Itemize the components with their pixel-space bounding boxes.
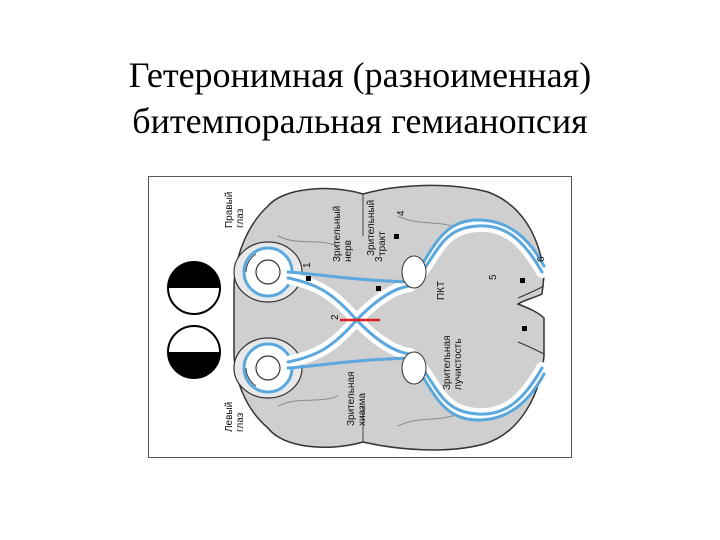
optic-tract-label: Зрительный тракт xyxy=(366,200,388,256)
right-eye xyxy=(242,246,294,298)
optic-chiasm-label: Зрительная хиазма xyxy=(346,372,368,426)
left-eye-label: Левый глаз xyxy=(224,402,246,432)
brain-outline xyxy=(233,184,545,451)
slide-title: Гетеронимная (разноименная) битемпоральн… xyxy=(0,52,720,144)
lesion-markers xyxy=(306,234,527,331)
svg-text:нерв: нерв xyxy=(343,240,354,262)
svg-text:Левый: Левый xyxy=(224,402,235,432)
svg-text:Зрительный: Зрительный xyxy=(332,206,343,262)
title-line-1: Гетеронимная (разноименная) xyxy=(128,55,592,95)
number-2: 2 xyxy=(330,314,341,320)
number-3: 3 xyxy=(374,256,385,262)
visual-pathway-diagram: 1 2 3 4 5 6 Правый глаз Левый глаз Зрите… xyxy=(148,176,572,458)
number-6: 6 xyxy=(536,256,547,262)
visual-field-right-icon xyxy=(167,261,221,315)
svg-text:глаз: глаз xyxy=(235,412,246,432)
title-line-2: битемпоральная гемианопсия xyxy=(132,101,588,141)
optic-pathways xyxy=(282,218,548,422)
lgn-label: ПКТ xyxy=(436,281,447,300)
svg-text:Правый: Правый xyxy=(224,192,235,228)
right-eye-label: Правый глаз xyxy=(224,192,246,228)
svg-text:хиазма: хиазма xyxy=(357,393,368,426)
svg-text:Зрительная: Зрительная xyxy=(346,372,357,426)
lgn-right xyxy=(401,255,427,289)
visual-field-left-icon xyxy=(167,325,221,379)
number-4: 4 xyxy=(396,210,407,216)
svg-text:глаз: глаз xyxy=(235,208,246,228)
optic-nerve-label: Зрительный нерв xyxy=(332,206,354,262)
svg-text:ПКТ: ПКТ xyxy=(436,281,447,300)
visual-pathway-figure: 1 2 3 4 5 6 Правый глаз Левый глаз Зрите… xyxy=(148,176,572,458)
svg-text:тракт: тракт xyxy=(377,231,388,256)
optic-radiation-label: Зрительная лучистость xyxy=(442,336,464,390)
number-5: 5 xyxy=(488,274,499,280)
svg-text:Зрительная: Зрительная xyxy=(442,336,453,390)
svg-text:лучистость: лучистость xyxy=(453,339,464,390)
svg-text:Зрительный: Зрительный xyxy=(366,200,377,256)
lgn-left xyxy=(401,351,427,385)
number-1: 1 xyxy=(302,262,313,268)
left-eye xyxy=(242,342,294,394)
